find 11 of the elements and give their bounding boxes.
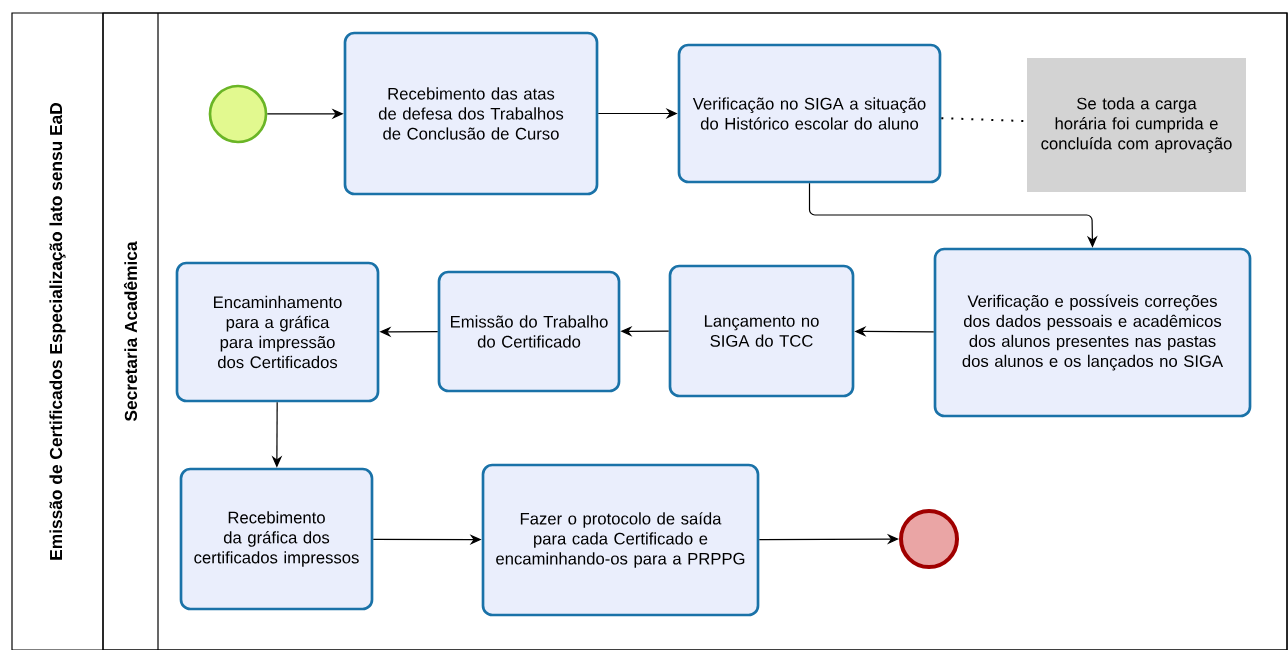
task-box: Lançamento no SIGA do TCC — [668, 264, 855, 398]
task-box: Fazer o protocolo de saída para cada Certificado e encaminhando-os para a PRPPG — [481, 463, 760, 617]
annotation-box: Se toda a carga horária foi cumprida e concluída com aprovação — [1027, 58, 1246, 192]
task-box: Verificação e possíveis correções dos dados pessoais e acadêmicos dos alunos presentes nas pastas dos alunos e os lançados no SIGA — [933, 247, 1252, 418]
task-box: Encaminhamento para a gráfica para impressão dos Certificados — [175, 261, 380, 403]
task-box: Emissão do Trabalho do Certificado — [437, 270, 621, 393]
end-event — [899, 509, 959, 569]
task-box: Recebimento da gráfica dos certificados impressos — [179, 467, 374, 611]
task-box: Recebimento das atas de defesa dos Trabalhos de Conclusão de Curso — [343, 31, 599, 196]
start-event — [208, 84, 268, 144]
task-box: Verificação no SIGA a situação do Histórico escolar do aluno — [677, 43, 942, 184]
